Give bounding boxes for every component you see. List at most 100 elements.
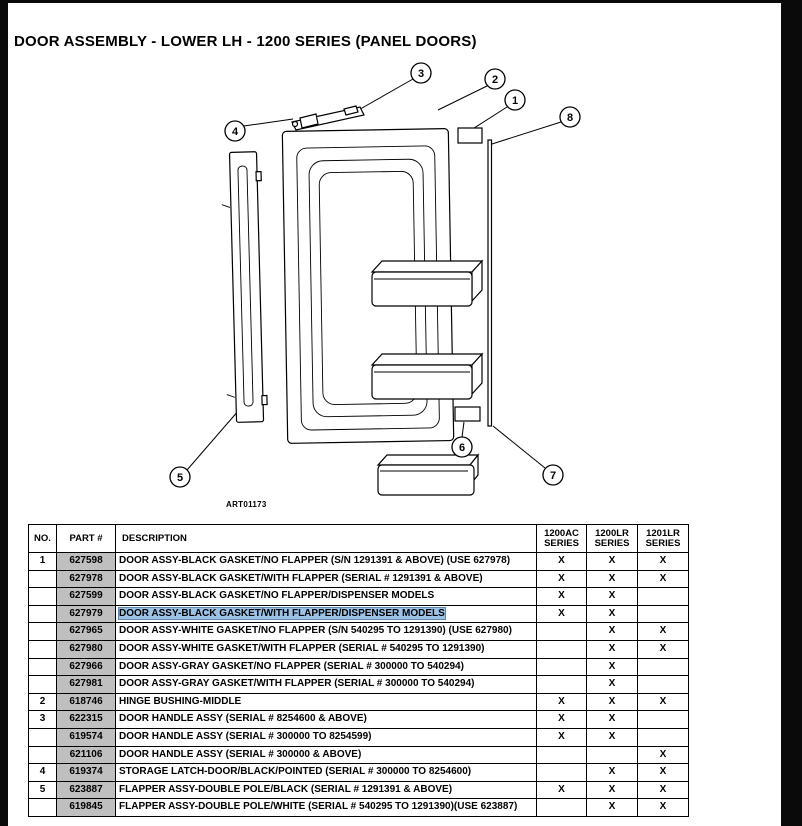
page-content: DOOR ASSEMBLY - LOWER LH - 1200 SERIES (… xyxy=(8,3,781,826)
cell-1200lr: X xyxy=(586,639,638,659)
cell-1200ac: X xyxy=(536,604,587,624)
retainer-clip-bottom xyxy=(454,406,481,422)
row-description: DOOR ASSY-WHITE GASKET/NO FLAPPER (S/N 5… xyxy=(115,622,537,641)
row-part-number: 627966 xyxy=(56,657,116,677)
cell-1200lr: X xyxy=(586,763,638,782)
cell-1200lr: X xyxy=(586,710,638,729)
row-no xyxy=(28,622,57,641)
row-description: DOOR ASSY-BLACK GASKET/WITH FLAPPER/DISP… xyxy=(115,604,537,624)
header-1200ac-series: 1200AC SERIES xyxy=(536,524,587,553)
cell-1201lr: X xyxy=(637,639,689,659)
svg-text:8: 8 xyxy=(567,112,573,124)
row-description: DOOR ASSY-BLACK GASKET/WITH FLAPPER (SER… xyxy=(115,569,537,589)
callout-7: 7 xyxy=(542,464,564,486)
cell-1200ac: X xyxy=(536,552,587,571)
row-part-number: 618746 xyxy=(56,692,116,712)
table-row: 619845 FLAPPER ASSY-DOUBLE POLE/WHITE (S… xyxy=(28,798,689,817)
cell-1200lr: X xyxy=(586,552,638,571)
cell-1201lr xyxy=(637,604,689,624)
callout-1: 1 xyxy=(504,89,526,111)
row-description: DOOR HANDLE ASSY (SERIAL # 300000 TO 825… xyxy=(115,727,537,747)
cell-1200ac xyxy=(536,657,587,677)
cell-1201lr: X xyxy=(637,763,689,782)
table-row: 627599 DOOR ASSY-BLACK GASKET/NO FLAPPER… xyxy=(28,587,689,606)
table-row: 627966 DOOR ASSY-GRAY GASKET/NO FLAPPER … xyxy=(28,657,689,677)
cell-1200lr: X xyxy=(586,604,638,624)
cell-1201lr: X xyxy=(637,552,689,571)
cell-1200ac: X xyxy=(536,692,587,712)
cell-1200lr: X xyxy=(586,780,638,800)
cell-1200lr: X xyxy=(586,798,638,817)
door-bin-upper xyxy=(370,259,484,307)
svg-text:1: 1 xyxy=(512,95,518,107)
cell-1200lr: X xyxy=(586,675,638,694)
row-part-number: 627599 xyxy=(56,587,116,606)
row-description: FLAPPER ASSY-DOUBLE POLE/WHITE (SERIAL #… xyxy=(115,798,537,817)
cell-1200lr xyxy=(586,745,638,765)
parts-table: NO. PART # DESCRIPTION 1200AC SERIES 120… xyxy=(28,524,689,817)
row-part-number: 623887 xyxy=(56,780,116,800)
row-no: 3 xyxy=(28,710,57,729)
row-no: 5 xyxy=(28,780,57,800)
svg-text:4: 4 xyxy=(232,126,239,138)
cell-1200lr: X xyxy=(586,569,638,589)
cell-1200ac: X xyxy=(536,710,587,729)
cell-1200ac xyxy=(536,622,587,641)
row-no xyxy=(28,745,57,765)
header-part: PART # xyxy=(56,524,116,553)
cell-1200lr: X xyxy=(586,587,638,606)
cell-1200ac: X xyxy=(536,569,587,589)
callout-2: 2 xyxy=(484,68,506,90)
row-description: FLAPPER ASSY-DOUBLE POLE/BLACK (SERIAL #… xyxy=(115,780,537,800)
cell-1200lr: X xyxy=(586,727,638,747)
cell-1201lr: X xyxy=(637,798,689,817)
row-no xyxy=(28,675,57,694)
svg-text:6: 6 xyxy=(459,442,465,454)
cell-1201lr xyxy=(637,587,689,606)
table-header-row: NO. PART # DESCRIPTION 1200AC SERIES 120… xyxy=(28,524,689,553)
row-no xyxy=(28,587,57,606)
row-part-number: 627979 xyxy=(56,604,116,624)
row-no xyxy=(28,798,57,817)
row-description: DOOR ASSY-WHITE GASKET/WITH FLAPPER (SER… xyxy=(115,639,537,659)
row-description: DOOR ASSY-GRAY GASKET/NO FLAPPER (SERIAL… xyxy=(115,657,537,677)
table-row: 627979 DOOR ASSY-BLACK GASKET/WITH FLAPP… xyxy=(28,604,689,624)
row-no xyxy=(28,569,57,589)
row-part-number: 622315 xyxy=(56,710,116,729)
cell-1200lr: X xyxy=(586,692,638,712)
cell-1200ac: X xyxy=(536,727,587,747)
cell-1200ac xyxy=(536,798,587,817)
row-description: DOOR ASSY-BLACK GASKET/NO FLAPPER/DISPEN… xyxy=(115,587,537,606)
row-part-number: 627598 xyxy=(56,552,116,571)
callout-3: 3 xyxy=(410,62,432,84)
support-rod xyxy=(487,139,493,427)
table-row: 3 622315 DOOR HANDLE ASSY (SERIAL # 8254… xyxy=(28,710,689,729)
row-no: 4 xyxy=(28,763,57,782)
callout-5: 5 xyxy=(169,466,191,488)
row-part-number: 627981 xyxy=(56,675,116,694)
cell-1201lr: X xyxy=(637,692,689,712)
exploded-diagram: 1 2 3 4 5 6 7 8 xyxy=(169,62,581,496)
page-title: DOOR ASSEMBLY - LOWER LH - 1200 SERIES (… xyxy=(14,33,477,50)
door-bin-lower xyxy=(376,453,480,496)
table-row: 2 618746 HINGE BUSHING-MIDDLE X X X xyxy=(28,692,689,712)
cell-1200ac xyxy=(536,745,587,765)
retainer-clip-top xyxy=(457,127,483,144)
table-row: 1 627598 DOOR ASSY-BLACK GASKET/NO FLAPP… xyxy=(28,552,689,571)
header-no: NO. xyxy=(28,524,57,553)
table-row: 627978 DOOR ASSY-BLACK GASKET/WITH FLAPP… xyxy=(28,569,689,589)
table-row: 627965 DOOR ASSY-WHITE GASKET/NO FLAPPER… xyxy=(28,622,689,641)
table-row: 5 623887 FLAPPER ASSY-DOUBLE POLE/BLACK … xyxy=(28,780,689,800)
door-bin-middle xyxy=(370,352,484,400)
svg-text:3: 3 xyxy=(418,68,424,80)
cell-1201lr xyxy=(637,727,689,747)
row-description: STORAGE LATCH-DOOR/BLACK/POINTED (SERIAL… xyxy=(115,763,537,782)
row-no: 1 xyxy=(28,552,57,571)
cell-1201lr xyxy=(637,675,689,694)
row-part-number: 627965 xyxy=(56,622,116,641)
cell-1201lr xyxy=(637,657,689,677)
cell-1201lr: X xyxy=(637,780,689,800)
cell-1201lr: X xyxy=(637,622,689,641)
callout-6: 6 xyxy=(451,436,473,458)
